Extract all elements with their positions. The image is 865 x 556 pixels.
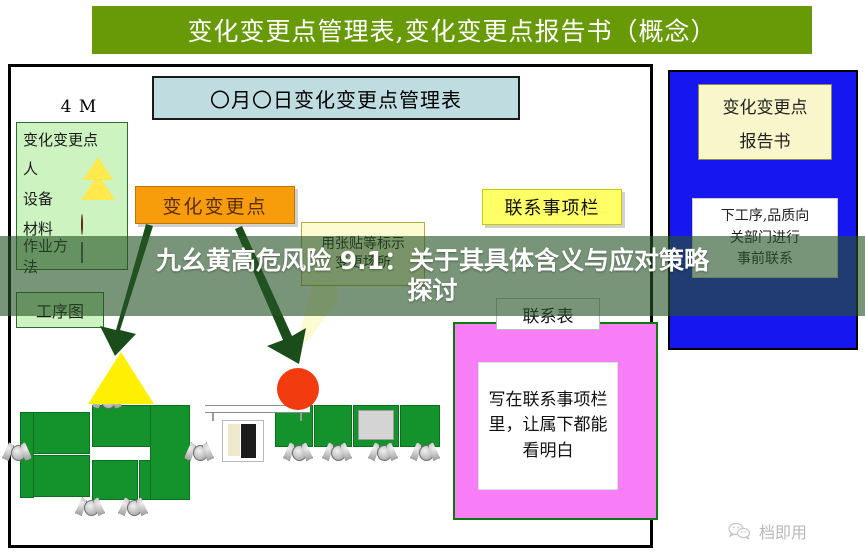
workstation-table — [30, 455, 90, 497]
machine-panel — [228, 424, 240, 456]
legend-title: 变化变更点 — [23, 130, 99, 149]
report-title-box: 变化变更点 报告书 — [698, 84, 832, 160]
circle-icon — [81, 214, 115, 241]
machine-plate — [358, 410, 394, 440]
overlay-caption-line-2: 探讨 — [407, 276, 458, 305]
wechat-icon — [728, 522, 751, 540]
watermark-label: 档即用 — [759, 523, 808, 542]
watermark: 档即用 — [728, 518, 848, 544]
hexagon-icon — [81, 185, 115, 211]
legend-4m-label: 4 M — [60, 97, 98, 117]
worker-icon — [410, 440, 440, 466]
marker-triangle-person — [88, 352, 154, 404]
worker-icon — [368, 440, 398, 466]
marker-circle-material — [277, 368, 319, 410]
report-title-line-2: 报告书 — [739, 131, 791, 152]
conveyor-leg — [212, 413, 214, 421]
overlay-band — [0, 236, 865, 316]
change-point-box: 变化变更点 — [135, 186, 295, 224]
contact-column-box: 联系事项栏 — [482, 189, 622, 225]
worker-icon — [283, 440, 313, 466]
legend-label-material: 材料 — [23, 219, 54, 238]
legend-label-equipment: 设备 — [23, 189, 54, 208]
worker-icon — [75, 495, 105, 521]
legend-row-equipment: 设备 — [23, 183, 127, 213]
report-note-line-1: 下工序,品质向 — [720, 207, 810, 224]
management-table-box: 〇月〇日变化变更点管理表 — [152, 76, 520, 120]
worker-icon — [184, 440, 214, 466]
workstation-table — [150, 405, 190, 500]
workstation-table — [92, 460, 138, 500]
page-title: 变化变更点管理表,变化变更点报告书（概念） — [187, 17, 717, 46]
triangle-icon — [81, 155, 115, 200]
worker-icon — [322, 440, 352, 466]
contact-note-box: 写在联系事项栏里，让属下都能看明白 — [478, 362, 618, 490]
machine-door — [241, 424, 256, 458]
overlay-caption: 九幺黄高危风险 9.1：关于其具体含义与应对策略 探讨 — [0, 236, 865, 316]
worker-icon — [118, 495, 148, 521]
workstation-table — [30, 412, 90, 454]
legend-label-person: 人 — [23, 159, 39, 178]
conveyor-belt — [205, 405, 310, 413]
overlay-caption-line-1: 九幺黄高危风险 9.1：关于其具体含义与应对策略 — [156, 245, 709, 275]
legend-row-material: 材料 — [23, 213, 127, 243]
workstation-table — [400, 405, 440, 447]
legend-row-person: 人 — [23, 153, 127, 200]
workstation-table — [314, 405, 352, 447]
report-title-line-1: 变化变更点 — [722, 97, 808, 118]
conveyor-leg — [300, 413, 302, 421]
page-title-banner: 变化变更点管理表,变化变更点报告书（概念） — [92, 6, 812, 54]
worker-icon — [2, 440, 32, 466]
